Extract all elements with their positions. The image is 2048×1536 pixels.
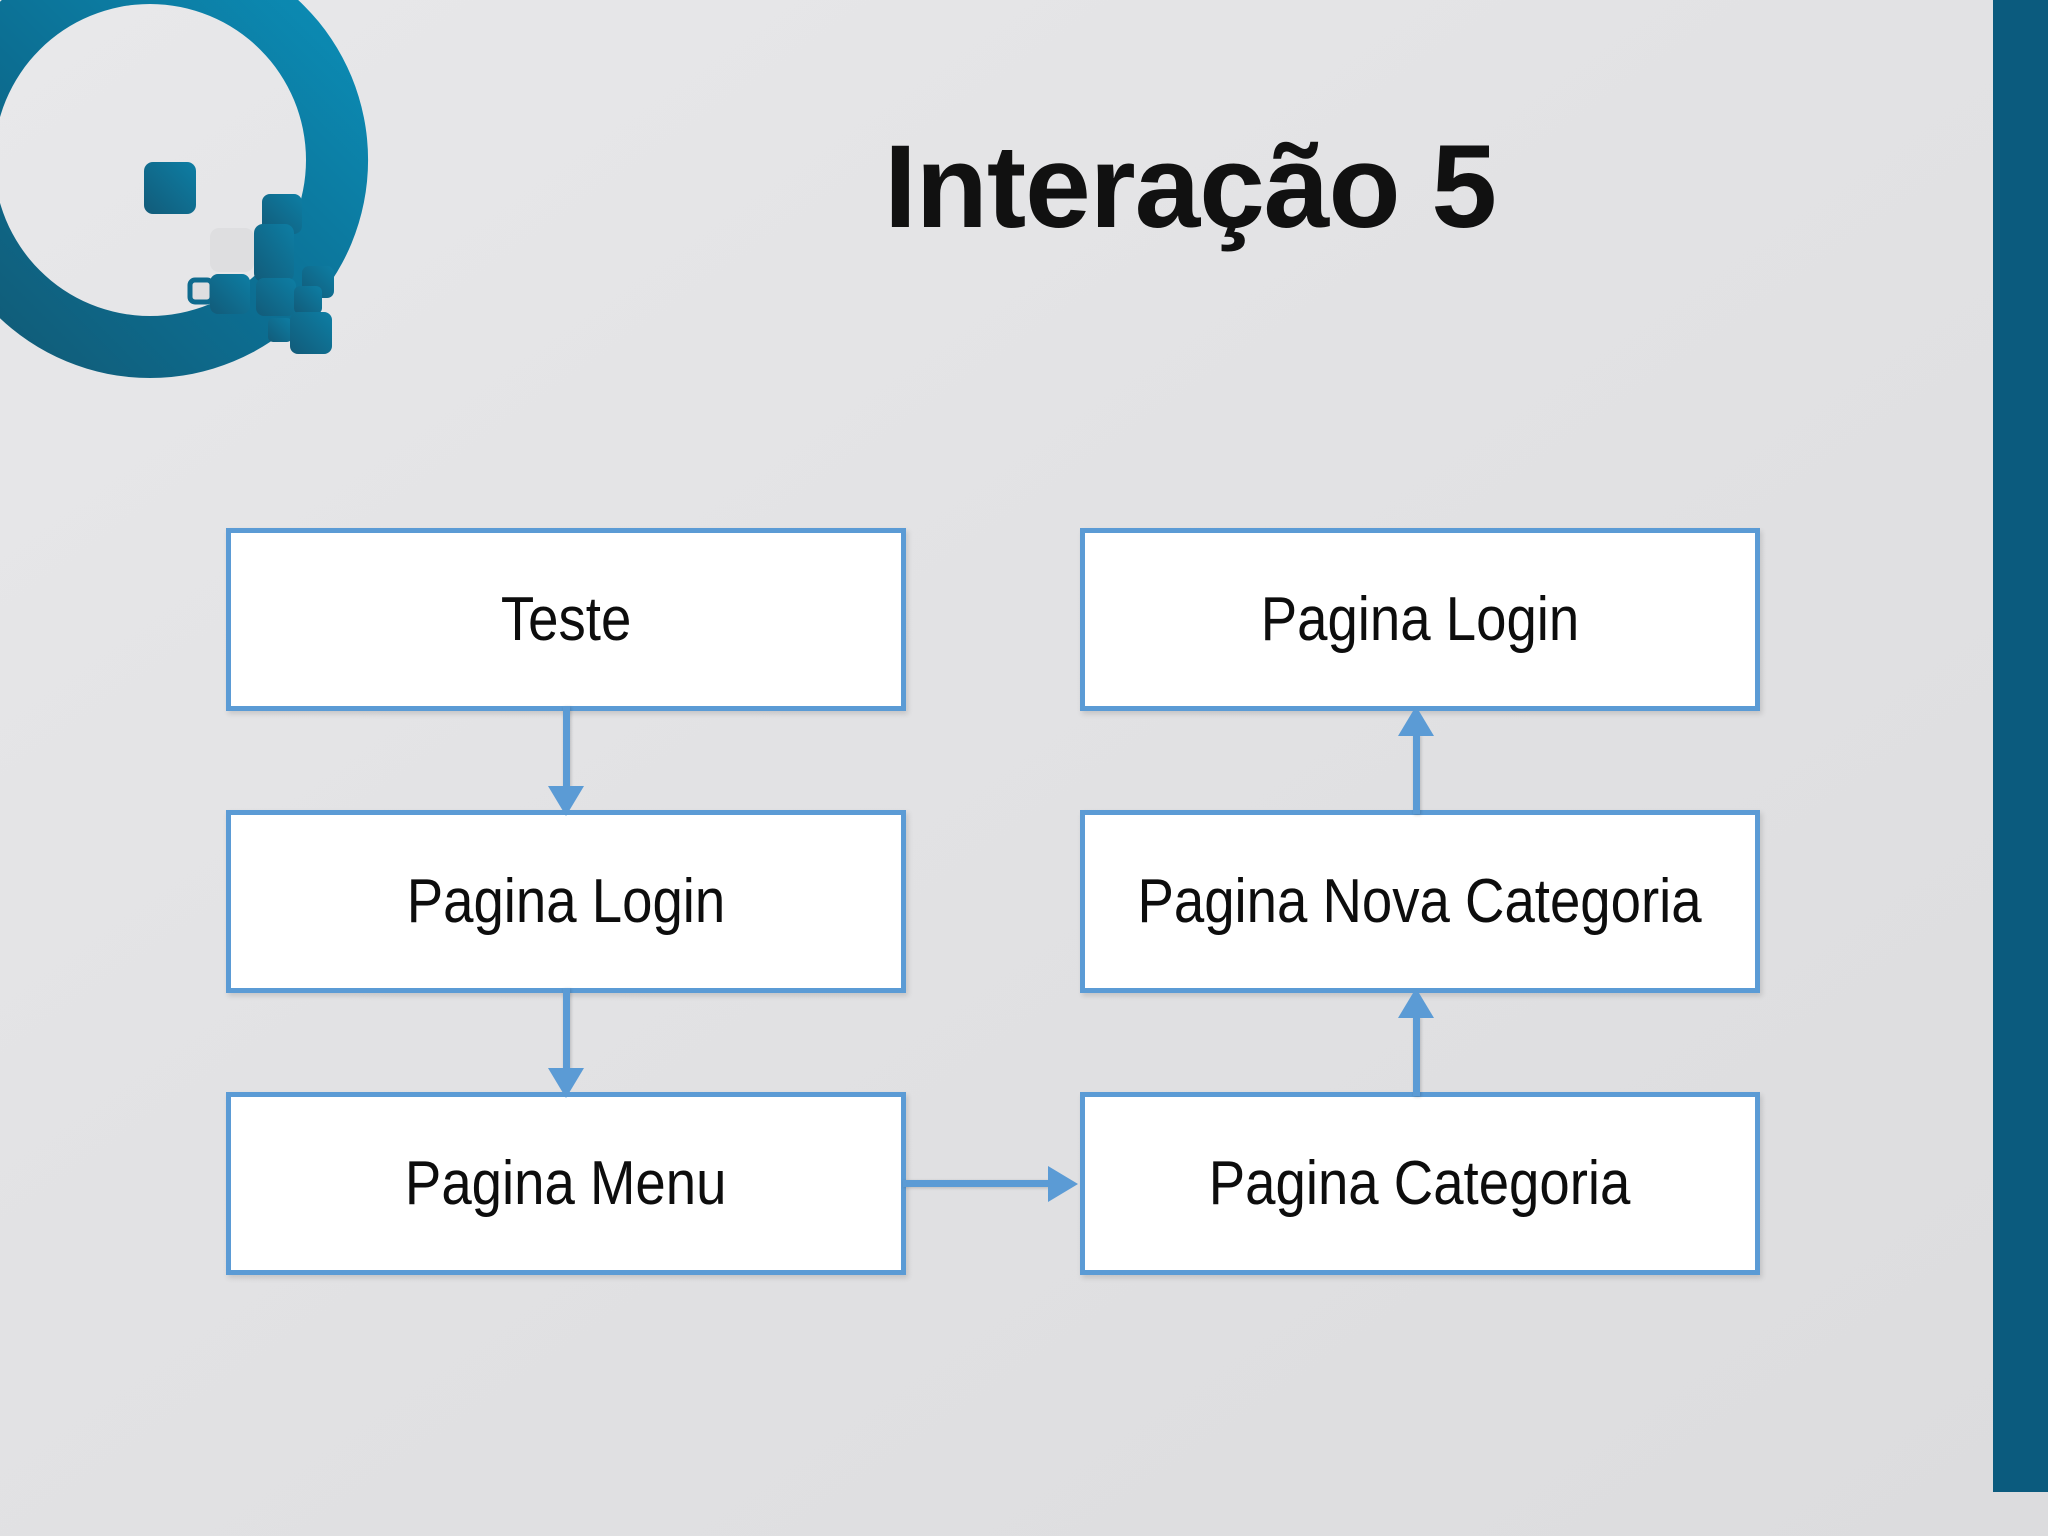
flow-node-pagina-categoria[interactable]: Pagina Categoria: [1080, 1092, 1760, 1275]
flow-node-label: Pagina Menu: [405, 1148, 727, 1218]
flow-node-pagina-nova-categoria[interactable]: Pagina Nova Categoria: [1080, 810, 1760, 993]
flow-node-pagina-login-right[interactable]: Pagina Login: [1080, 528, 1760, 711]
arrowhead-up-icon: [1398, 706, 1434, 736]
arrowhead-down-icon: [548, 786, 584, 816]
flow-node-label: Pagina Nova Categoria: [1137, 866, 1703, 936]
flow-node-label: Pagina Categoria: [1209, 1148, 1631, 1218]
arrowhead-down-icon: [548, 1068, 584, 1098]
logo-icon: [0, 0, 368, 378]
page-title: Interação 5: [883, 121, 1497, 253]
flow-node-pagina-menu[interactable]: Pagina Menu: [226, 1092, 906, 1275]
flow-node-pagina-login-left[interactable]: Pagina Login: [226, 810, 906, 993]
arrowhead-right-icon: [1048, 1166, 1078, 1202]
connector-categoria-to-nova-categoria: [1413, 1016, 1420, 1096]
flow-node-label: Teste: [500, 584, 632, 654]
flow-node-label: Pagina Login: [1260, 584, 1580, 654]
right-accent-bar: [1993, 0, 2048, 1492]
connector-login-to-menu: [563, 988, 570, 1074]
arrowhead-up-icon: [1398, 988, 1434, 1018]
connector-menu-to-categoria: [903, 1180, 1053, 1187]
company-logo: [0, 0, 432, 442]
connector-nova-categoria-to-login: [1413, 734, 1420, 814]
flow-node-teste[interactable]: Teste: [226, 528, 906, 711]
connector-teste-to-login: [563, 706, 570, 792]
flow-node-label: Pagina Login: [406, 866, 726, 936]
